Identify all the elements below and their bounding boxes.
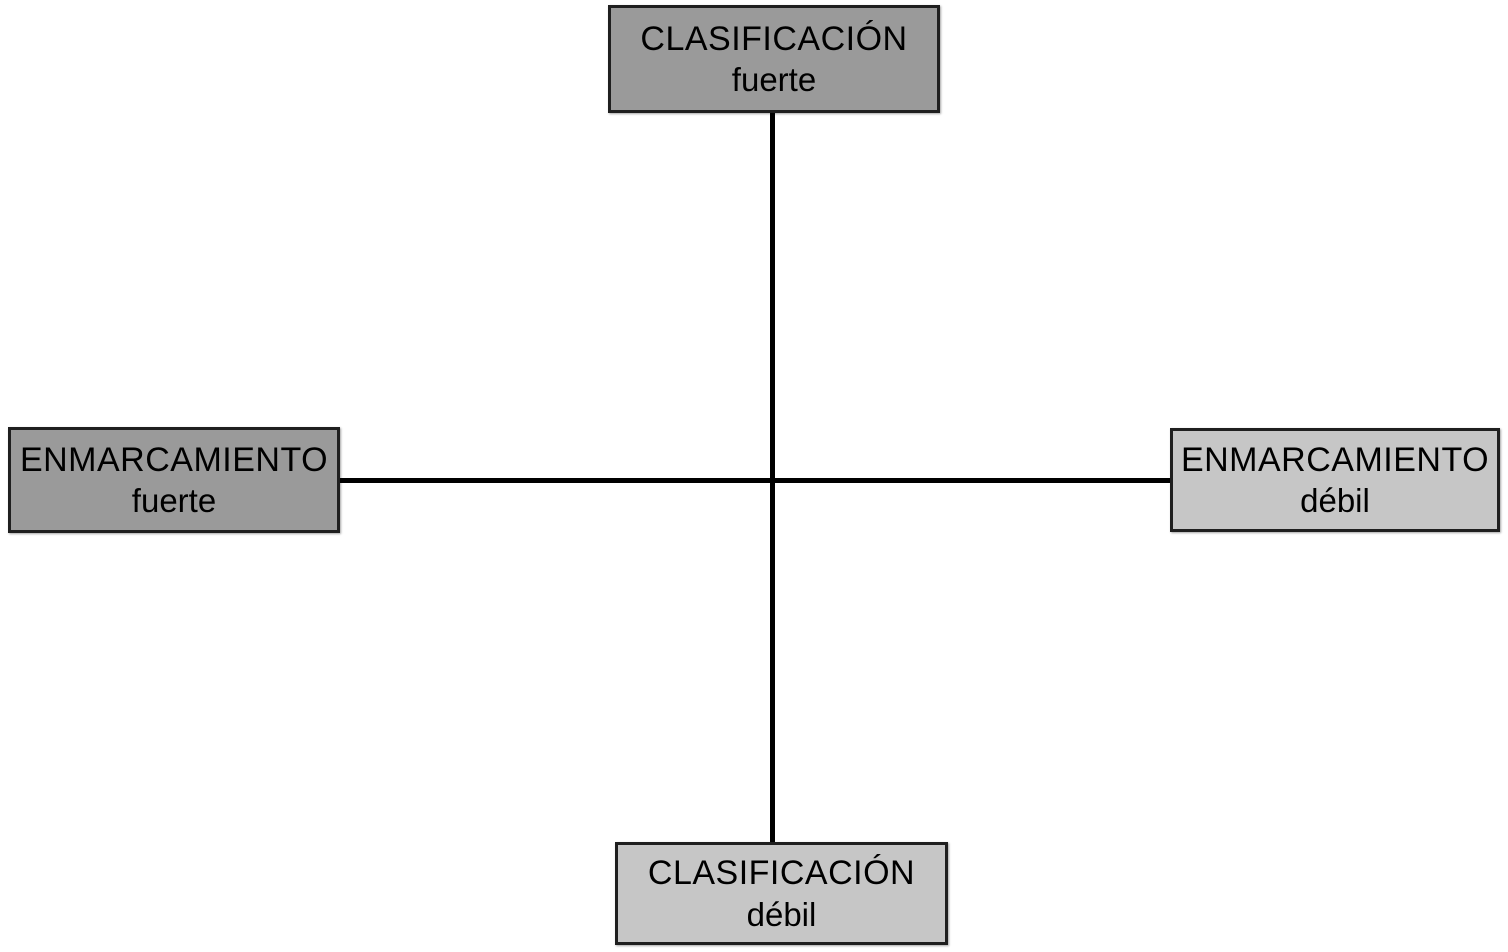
- node-clasificacion-fuerte: CLASIFICACIÓN fuerte: [608, 5, 940, 113]
- vertical-axis-line: [770, 113, 775, 842]
- node-label-line1: ENMARCAMIENTO: [19, 440, 329, 479]
- node-label-line1: CLASIFICACIÓN: [647, 854, 916, 893]
- node-label-line1: CLASIFICACIÓN: [640, 19, 908, 58]
- node-label-line2: débil: [746, 895, 817, 933]
- node-clasificacion-debil: CLASIFICACIÓN débil: [615, 842, 948, 945]
- horizontal-axis-line: [340, 478, 1170, 483]
- node-enmarcamiento-debil: ENMARCAMIENTO débil: [1170, 428, 1500, 532]
- node-enmarcamiento-fuerte: ENMARCAMIENTO fuerte: [8, 427, 340, 533]
- node-label-line2: débil: [1300, 482, 1370, 520]
- node-label-line2: fuerte: [731, 61, 817, 99]
- node-label-line2: fuerte: [131, 482, 217, 520]
- node-label-line1: ENMARCAMIENTO: [1180, 440, 1490, 479]
